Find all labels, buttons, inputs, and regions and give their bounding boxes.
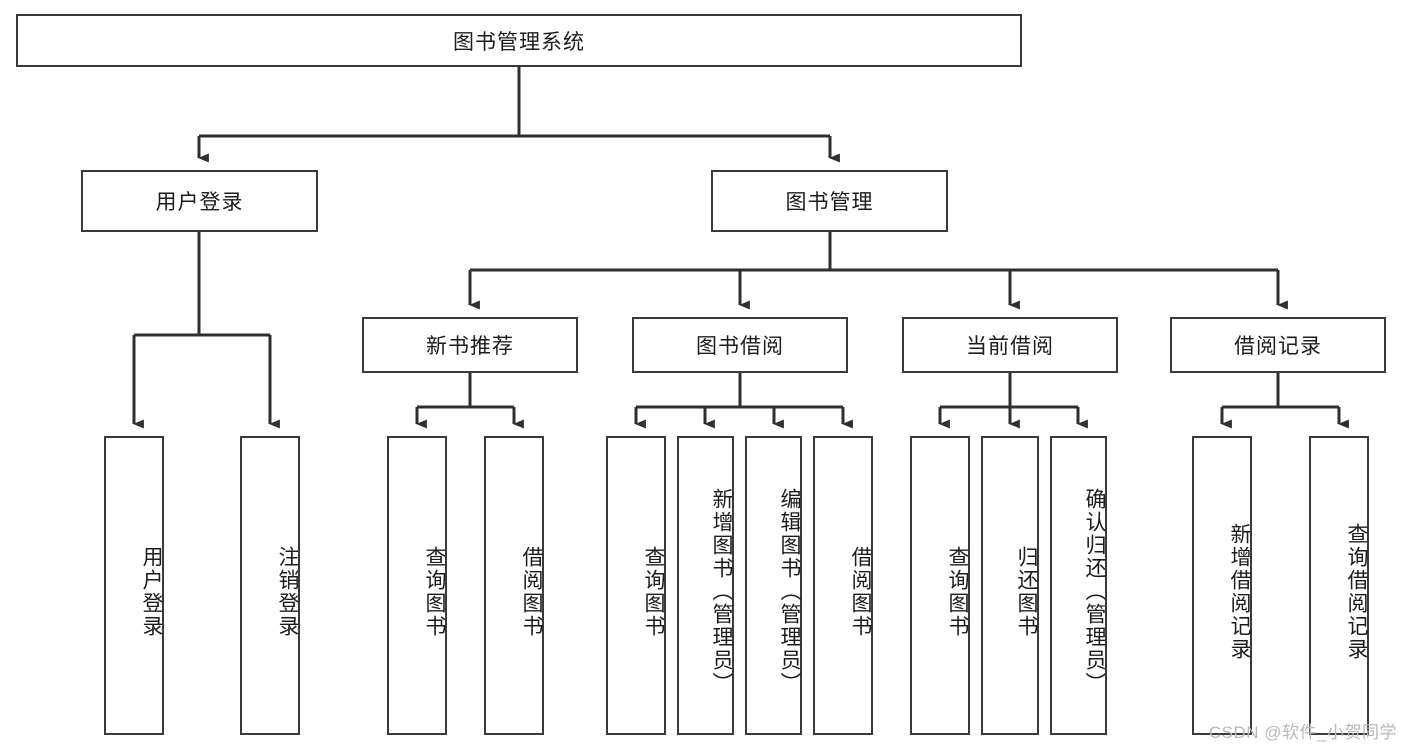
leaf-query-borrow-record[interactable]: 查询借阅记录 [1309, 436, 1369, 735]
leaf-borrow-book-1[interactable]: 借阅图书 [484, 436, 544, 735]
node-current-borrow-label: 当前借阅 [966, 335, 1054, 358]
leaf-add-book-admin[interactable]: 新增图书（管理员） [677, 436, 734, 735]
leaf-edit-book-admin-label: 编辑图书（管理员） [778, 488, 801, 695]
leaf-edit-book-admin[interactable]: 编辑图书（管理员） [745, 436, 802, 735]
node-book-borrow[interactable]: 图书借阅 [632, 317, 848, 373]
node-book-manage[interactable]: 图书管理 [711, 170, 948, 232]
leaf-query-book-1-label: 查询图书 [423, 545, 446, 638]
leaf-logout-login-label: 注销登录 [276, 545, 299, 638]
node-new-book-recommend[interactable]: 新书推荐 [362, 317, 578, 373]
node-borrow-record[interactable]: 借阅记录 [1170, 317, 1386, 373]
leaf-query-book-1[interactable]: 查询图书 [387, 436, 447, 735]
node-new-book-recommend-label: 新书推荐 [426, 335, 514, 358]
node-book-manage-label: 图书管理 [785, 191, 874, 214]
leaf-confirm-return-admin-label: 确认归还（管理员） [1083, 488, 1106, 695]
leaf-return-book[interactable]: 归还图书 [981, 436, 1039, 735]
node-root[interactable]: 图书管理系统 [16, 14, 1022, 67]
leaf-add-book-admin-label: 新增图书（管理员） [710, 488, 733, 695]
leaf-query-book-3[interactable]: 查询图书 [910, 436, 970, 735]
leaf-query-book-2[interactable]: 查询图书 [606, 436, 666, 735]
leaf-query-book-2-label: 查询图书 [642, 545, 665, 638]
leaf-user-login-label: 用户登录 [140, 545, 163, 638]
leaf-borrow-book-2[interactable]: 借阅图书 [813, 436, 873, 735]
leaf-logout-login[interactable]: 注销登录 [240, 436, 300, 735]
leaf-add-borrow-record-label: 新增借阅记录 [1228, 522, 1251, 661]
node-user-login-label: 用户登录 [155, 191, 244, 214]
leaf-user-login[interactable]: 用户登录 [104, 436, 164, 735]
node-user-login[interactable]: 用户登录 [81, 170, 318, 232]
node-borrow-record-label: 借阅记录 [1234, 335, 1322, 358]
watermark: CSDN @软件_小贺同学 [1208, 723, 1397, 742]
leaf-add-borrow-record[interactable]: 新增借阅记录 [1192, 436, 1252, 735]
leaf-confirm-return-admin[interactable]: 确认归还（管理员） [1050, 436, 1107, 735]
leaf-borrow-book-2-label: 借阅图书 [849, 545, 872, 638]
node-root-label: 图书管理系统 [453, 30, 585, 54]
leaf-query-borrow-record-label: 查询借阅记录 [1345, 522, 1368, 661]
leaf-borrow-book-1-label: 借阅图书 [520, 545, 543, 638]
node-current-borrow[interactable]: 当前借阅 [902, 317, 1118, 373]
node-book-borrow-label: 图书借阅 [696, 335, 784, 358]
leaf-query-book-3-label: 查询图书 [946, 545, 969, 638]
leaf-return-book-label: 归还图书 [1015, 545, 1038, 638]
